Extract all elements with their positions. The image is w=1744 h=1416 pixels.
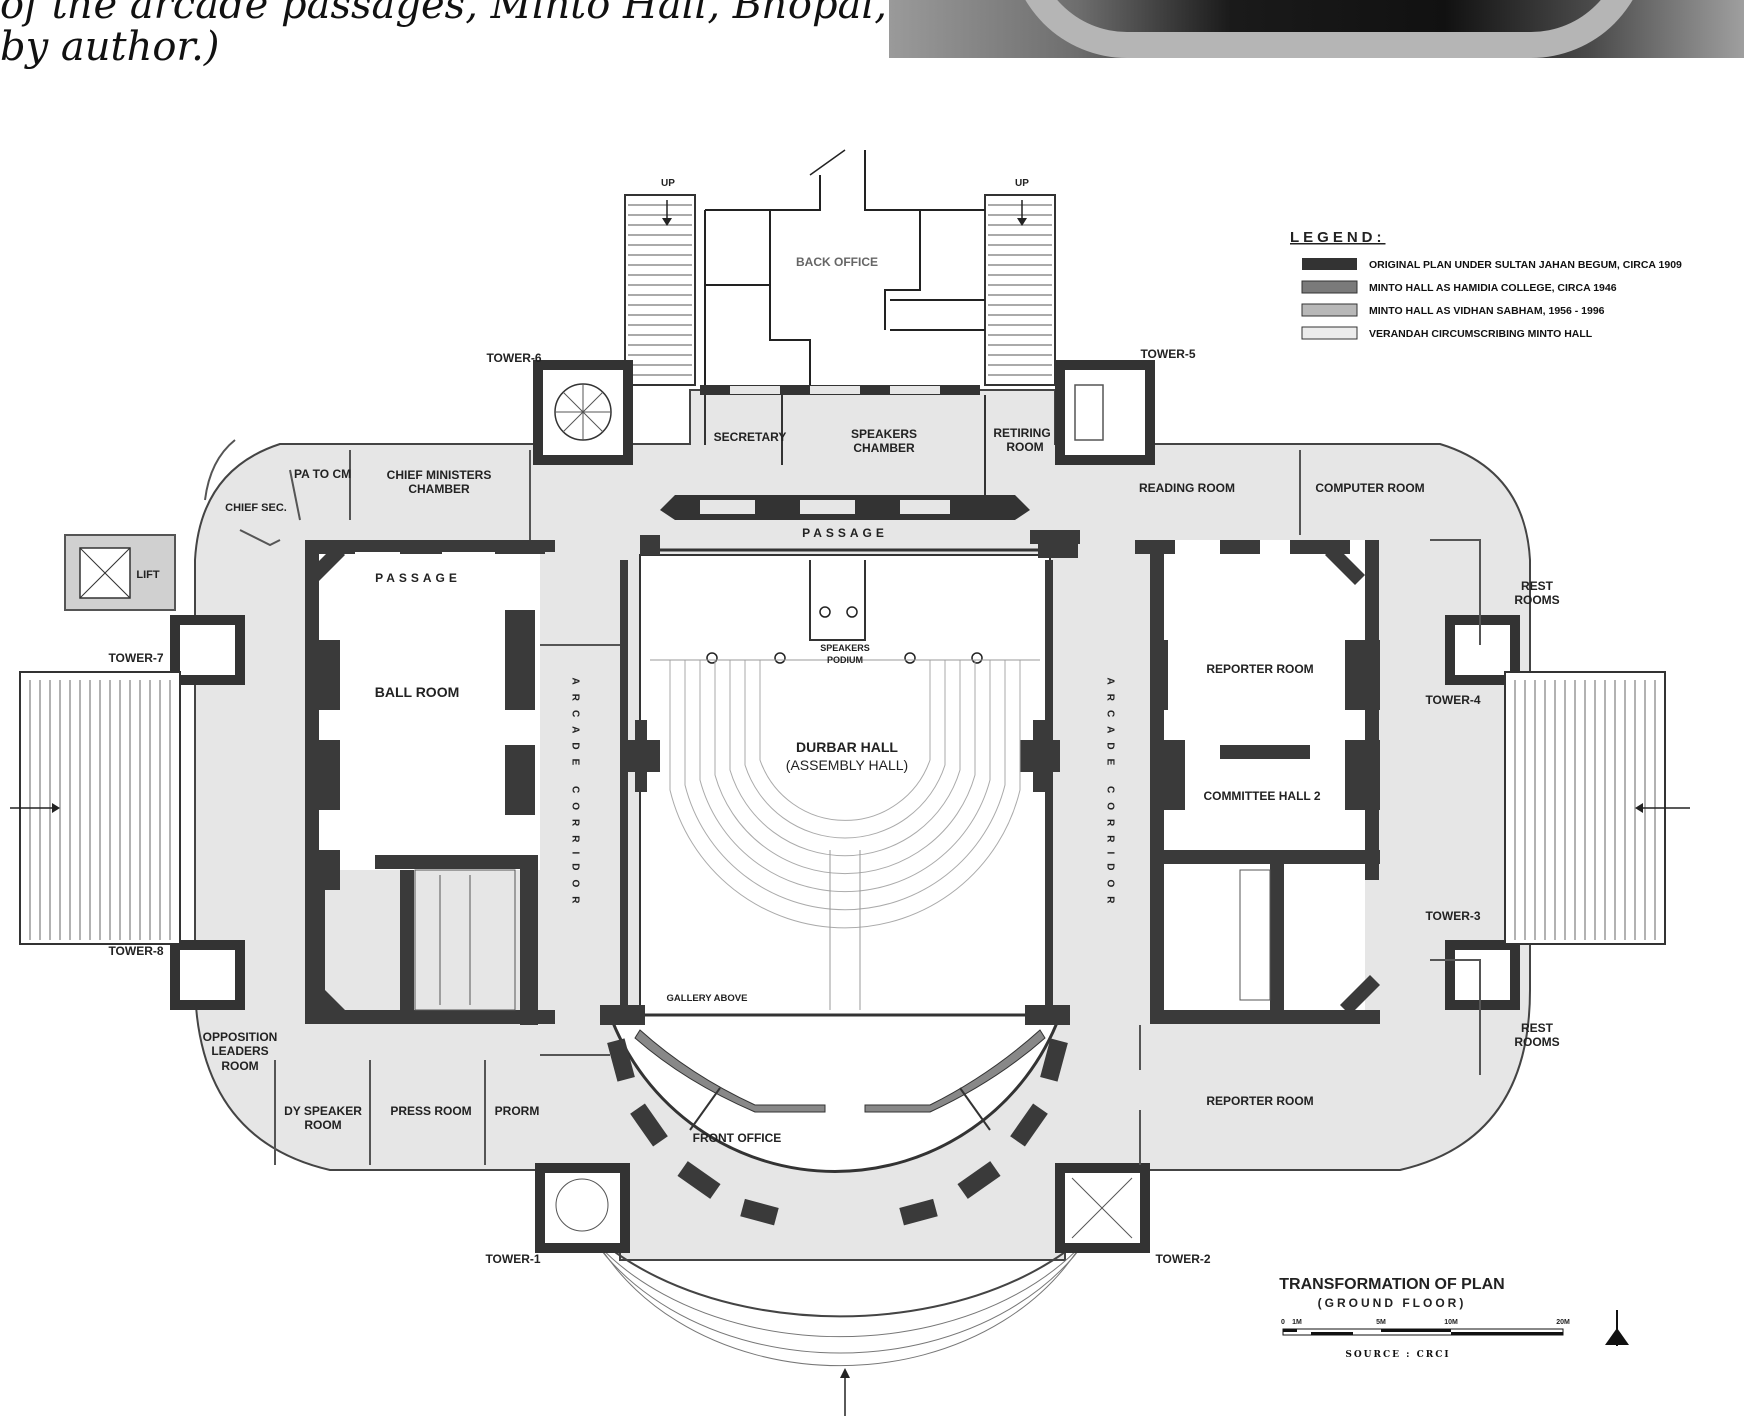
stair-treads-left [628, 204, 692, 376]
label-assembly-hall: (ASSEMBLY HALL) [786, 757, 908, 773]
label-tower-8: TOWER-8 [108, 944, 163, 958]
front-office-walls [634, 1029, 1046, 1131]
verandah-floor [194, 389, 1531, 1367]
legend-swatch-2 [1301, 280, 1358, 294]
label-retiring-2: ROOM [1006, 440, 1043, 454]
label-dy-speaker-1: DY SPEAKER [284, 1104, 362, 1118]
tower-structures [170, 360, 1520, 1253]
plan-title: TRANSFORMATION OF PLAN [1279, 1276, 1504, 1293]
scale-label-1: 1M [1292, 1319, 1302, 1326]
legend-title: LEGEND: [1290, 229, 1386, 246]
caption-line-2: by author.) [0, 24, 220, 70]
scale-label-20: 20M [1556, 1319, 1570, 1326]
legend-swatch-3 [1301, 303, 1358, 317]
label-reading-room: READING ROOM [1139, 481, 1235, 495]
label-reporter-room-2: REPORTER ROOM [1206, 1094, 1313, 1108]
scale-label-10: 10M [1444, 1319, 1458, 1326]
label-rest-rooms-top-2: ROOMS [1514, 593, 1559, 607]
front-arc-piers [607, 1038, 1068, 1226]
lift-shaft [64, 534, 176, 611]
label-arcade-corridor-left: ARCADE CORRIDOR [570, 678, 581, 913]
label-speakers-podium-1: SPEAKERS [820, 643, 870, 653]
scale-label-0: 0 [1281, 1319, 1285, 1326]
label-speakers-chamber-2: CHAMBER [853, 441, 915, 455]
east-staircase [1504, 671, 1690, 945]
legend-swatch-1 [1302, 258, 1357, 270]
later-partitions [204, 439, 1481, 1165]
durbar-seating-arcs [650, 659, 1040, 1010]
label-tower-5: TOWER-5 [1140, 347, 1195, 361]
label-tower-2: TOWER-2 [1155, 1252, 1210, 1266]
legend: LEGEND: ORIGINAL PLAN UNDER SULTAN JAHAN… [1290, 229, 1682, 340]
north-block [624, 149, 1056, 386]
scale-label-5: 5M [1376, 1319, 1386, 1326]
label-passage-left: PASSAGE [375, 571, 461, 585]
source-note: SOURCE : CRCI [1345, 1350, 1450, 1360]
label-tower-1: TOWER-1 [485, 1252, 540, 1266]
label-arcade-corridor-right: ARCADE CORRIDOR [1105, 678, 1116, 913]
label-committee-hall-2: COMMITTEE HALL 2 [1203, 789, 1320, 803]
title-block: TRANSFORMATION OF PLAN (GROUND FLOOR) 0 … [1279, 1276, 1570, 1360]
label-back-office: BACK OFFICE [796, 255, 878, 269]
label-rest-rooms-bottom-2: ROOMS [1514, 1035, 1559, 1049]
label-retiring-1: RETIRING [993, 426, 1050, 440]
legend-label-4: VERANDAH CIRCUMSCRIBING MINTO HALL [1369, 328, 1593, 340]
figure-caption: of the arcade passages, Minto Hall, Bhop… [0, 0, 1014, 70]
legend-label-1: ORIGINAL PLAN UNDER SULTAN JAHAN BEGUM, … [1369, 259, 1682, 271]
label-chief-sec: CHIEF SEC. [225, 502, 287, 514]
north-arrow [1605, 1310, 1629, 1346]
stair-treads-right [988, 204, 1052, 376]
label-ball-room: BALL ROOM [375, 684, 460, 700]
label-opposition-2: LEADERS [211, 1044, 268, 1058]
label-tower-6: TOWER-6 [486, 351, 541, 365]
label-durbar-hall: DURBAR HALL [796, 739, 898, 755]
scale-bar: 0 1M 5M 10M 20M [1281, 1319, 1570, 1336]
label-chief-ministers-1: CHIEF MINISTERS [387, 468, 492, 482]
label-secretary: SECRETARY [714, 430, 787, 444]
label-speakers-podium-2: PODIUM [827, 655, 863, 665]
caption-line-1: of the arcade passages, Minto Hall, Bhop… [0, 0, 1015, 28]
arcade-photo [889, 0, 1744, 58]
tower-labels: TOWER-1 TOWER-2 TOWER-3 TOWER-4 TOWER-5 … [108, 347, 1480, 1266]
inner-stair-right [1239, 869, 1271, 1001]
label-up-right: UP [1015, 178, 1029, 189]
label-prorm: PRORM [495, 1104, 540, 1118]
label-up-left: UP [661, 178, 675, 189]
entrance-arrow-south [840, 1368, 850, 1416]
plan-subtitle: (GROUND FLOOR) [1318, 1296, 1467, 1310]
label-computer-room: COMPUTER ROOM [1315, 481, 1424, 495]
label-chief-ministers-2: CHAMBER [408, 482, 470, 496]
label-front-office: FRONT OFFICE [693, 1131, 782, 1145]
legend-swatch-4 [1301, 326, 1358, 340]
label-rest-rooms-bottom-1: REST [1521, 1021, 1554, 1035]
label-pa-to-cm: PA TO CM [294, 467, 351, 481]
label-gallery-above: GALLERY ABOVE [667, 993, 748, 1004]
legend-label-3: MINTO HALL AS VIDHAN SABHAM, 1956 - 1996 [1369, 305, 1605, 317]
label-opposition-1: OPPOSITION [203, 1030, 278, 1044]
label-speakers-chamber-1: SPEAKERS [851, 427, 917, 441]
room-labels: BACK OFFICE UP UP SECRETARY SPEAKERS CHA… [136, 178, 1559, 1145]
label-passage-top: PASSAGE [802, 526, 888, 540]
original-structure-walls [305, 385, 1380, 1226]
label-tower-7: TOWER-7 [108, 651, 163, 665]
west-staircase [10, 671, 181, 945]
label-press-room: PRESS ROOM [390, 1104, 471, 1118]
label-reporter-room-1: REPORTER ROOM [1206, 662, 1313, 676]
label-rest-rooms-top-1: REST [1521, 579, 1554, 593]
label-opposition-3: ROOM [221, 1059, 258, 1073]
label-tower-4: TOWER-4 [1425, 693, 1480, 707]
legend-label-2: MINTO HALL AS HAMIDIA COLLEGE, CIRCA 194… [1369, 282, 1617, 294]
inner-stair-left [414, 869, 516, 1011]
label-dy-speaker-2: ROOM [304, 1118, 341, 1132]
label-lift: LIFT [136, 569, 159, 581]
label-tower-3: TOWER-3 [1425, 909, 1480, 923]
speakers-podium [706, 560, 983, 664]
